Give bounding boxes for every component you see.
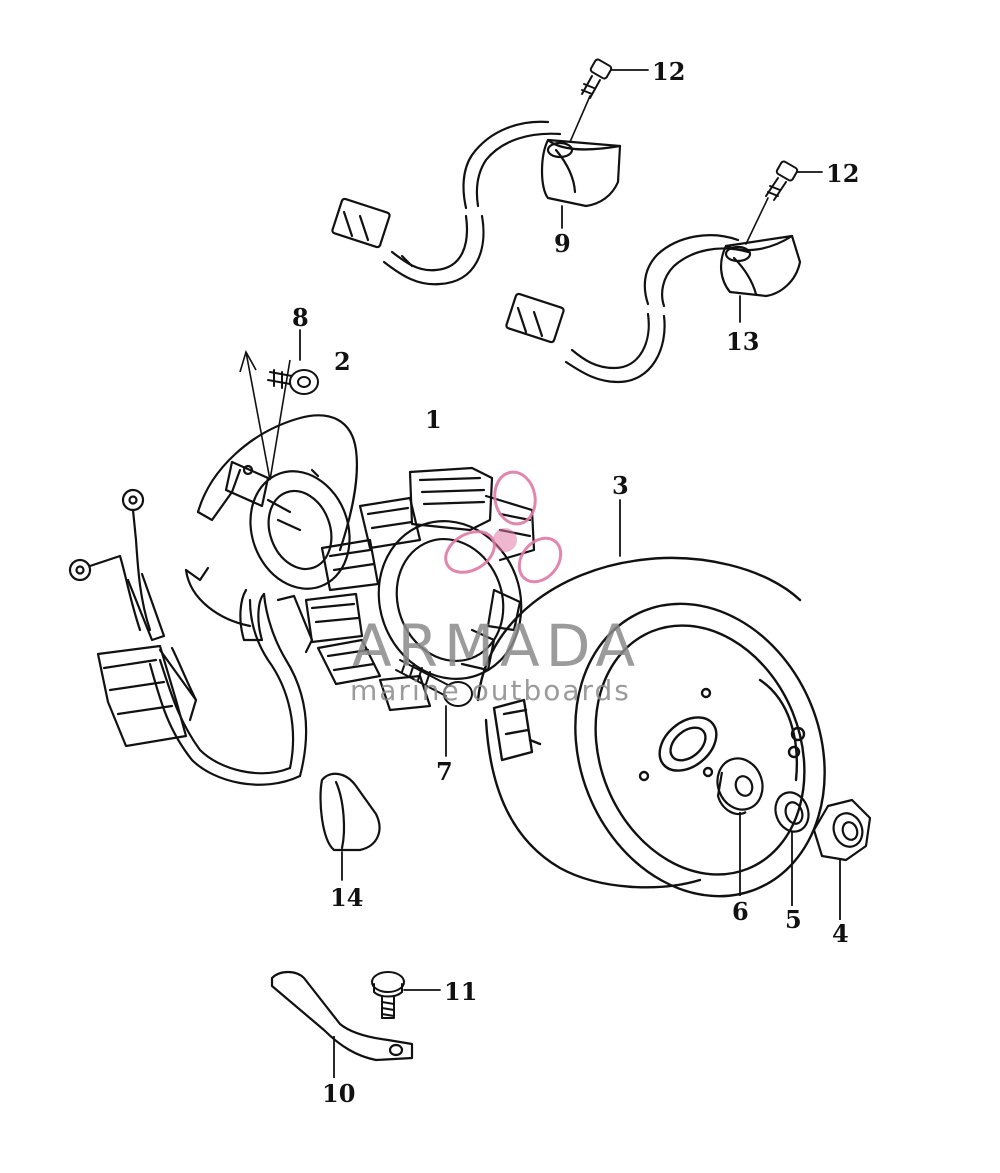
- part-13-pulser-coil: [506, 235, 800, 382]
- part-4-nut: [814, 800, 870, 920]
- part-8-leader-arrow: [240, 352, 290, 480]
- part-3-flywheel: [478, 500, 867, 934]
- callout-6: 6: [732, 897, 749, 926]
- part-14-cap: [321, 774, 380, 880]
- part-6-washer: [710, 752, 769, 896]
- callout-4: 4: [832, 919, 849, 948]
- callout-12-lower: 12: [826, 159, 859, 188]
- armada-watermark: ARMADA marine outboards: [350, 470, 641, 707]
- armada-propeller-logo: [444, 470, 563, 584]
- part-9-pulser-coil: [332, 122, 620, 285]
- part-2-stator-base-plate: [186, 415, 366, 626]
- callout-2: 2: [334, 347, 351, 376]
- callout-13: 13: [726, 327, 759, 356]
- callout-7: 7: [436, 757, 453, 786]
- callout-9: 9: [554, 229, 571, 258]
- part-7-bolt: [396, 660, 472, 756]
- watermark-brand: ARMADA: [352, 612, 641, 680]
- callout-12-upper: 12: [652, 57, 685, 86]
- part-10-bracket: [272, 972, 412, 1078]
- watermark-tagline: marine outboards: [350, 674, 631, 707]
- part-1-stator: [306, 468, 543, 710]
- part-12-screw-lower: [746, 160, 822, 244]
- callout-1: 1: [425, 405, 442, 434]
- callout-3: 3: [612, 471, 629, 500]
- part-12-screw-upper: [570, 58, 648, 142]
- callout-14: 14: [330, 883, 363, 912]
- callout-5: 5: [785, 905, 802, 934]
- callout-8: 8: [292, 303, 309, 332]
- callout-labels: 1 2 3 4 5 6 7 8 9 10 11 12 12 13 14: [292, 57, 859, 1108]
- wire-harness-left: [70, 490, 312, 785]
- callout-10: 10: [322, 1079, 355, 1108]
- part-8-screw: [268, 330, 318, 394]
- part-11-bolt: [372, 972, 440, 1018]
- part-5-lock-washer: [770, 788, 814, 906]
- callout-11: 11: [444, 977, 477, 1006]
